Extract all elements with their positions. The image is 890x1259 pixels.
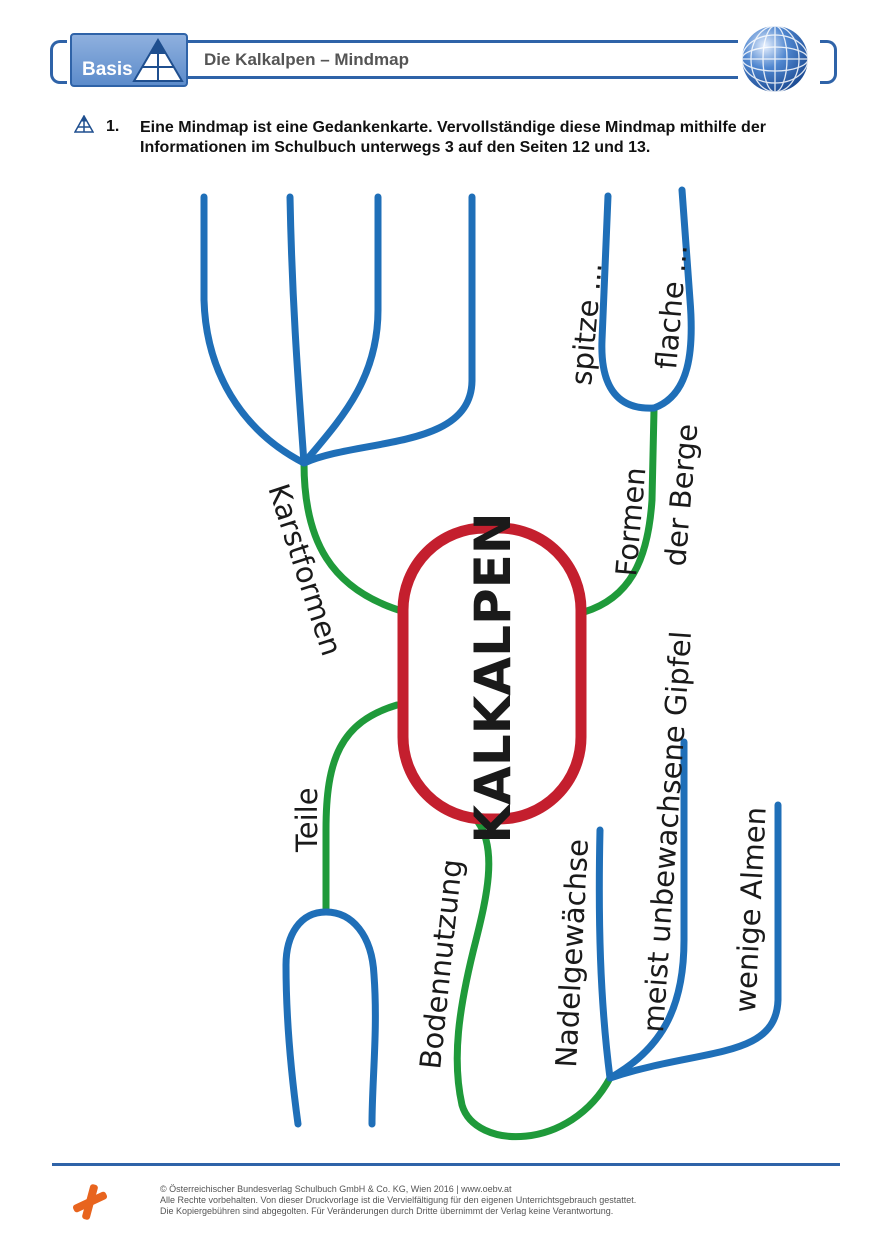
footer-line-1: © Österreichischer Bundesverlag Schulbuc… [160, 1184, 512, 1194]
pyramid-icon [132, 38, 184, 82]
page-title: Die Kalkalpen – Mindmap [204, 50, 409, 69]
header-rule-bottom [186, 76, 738, 79]
basis-badge: Basis [70, 33, 188, 87]
label-almen: wenige Almen [728, 806, 773, 1013]
footer-line-3: Die Kopiergebühren sind abgegolten. Für … [160, 1206, 614, 1216]
task-number: 1. [106, 118, 120, 135]
sub-karst-1 [200, 193, 308, 467]
sub-karst-3 [300, 193, 382, 467]
basis-label: Basis [82, 59, 133, 80]
branch-formen-der-berge [580, 406, 658, 616]
sub-teile-right [322, 908, 379, 1128]
footer-copyright: © Österreichischer Bundesverlag Schulbuc… [160, 1184, 636, 1217]
label-formen-line2: der Berge [658, 422, 704, 567]
footer-rule [52, 1163, 840, 1166]
center-oval [397, 522, 587, 825]
sub-nadel [595, 826, 614, 1082]
sub-karst-4 [300, 193, 476, 467]
task-instruction: Eine Mindmap ist eine Gedankenkarte. Ver… [140, 119, 766, 156]
label-gipfel: meist unbewachsene Gipfel [636, 630, 698, 1034]
footer-line-2: Alle Rechte vorbehalten. Von dieser Druc… [160, 1195, 637, 1205]
pyramid-small-icon [74, 115, 94, 133]
branch-bodennutzung [453, 818, 614, 1141]
center-label: KALKALPEN [464, 512, 522, 843]
sub-karst-2 [286, 193, 308, 467]
header-bracket-right [820, 40, 837, 84]
sub-teile-left [282, 908, 330, 1128]
header-rule-top [186, 40, 738, 43]
sub-gipfel [606, 738, 688, 1082]
label-nadelgewaechse: Nadelgewächse [549, 838, 595, 1068]
branch-karstformen [300, 459, 409, 616]
oebv-logo-icon [72, 1184, 108, 1220]
sub-almen [606, 801, 782, 1082]
sub-flache [650, 186, 695, 412]
branch-teile [322, 701, 401, 916]
header-bracket-left [50, 40, 67, 84]
label-teile: Teile [290, 787, 324, 853]
label-formen-line1: Formen [609, 466, 652, 578]
globe-icon [741, 25, 809, 93]
sub-spitze [598, 192, 658, 412]
